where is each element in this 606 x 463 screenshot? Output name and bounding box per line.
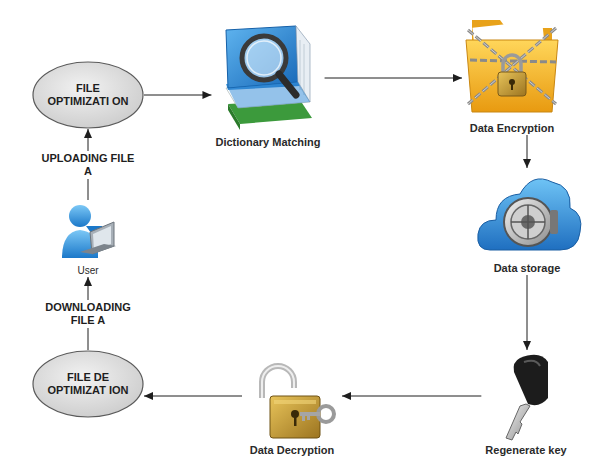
- icon-node: User: [58, 200, 118, 277]
- icon-caption: Data Encryption: [470, 122, 554, 135]
- flow-arrow: [144, 396, 242, 397]
- encryption-icon: [466, 20, 558, 112]
- flow-arrow: [527, 135, 528, 168]
- process-ellipse: FILE DE OPTIMIZAT ION: [32, 350, 144, 418]
- cloud-vault-icon: [478, 179, 581, 250]
- icon-caption: Data Decryption: [250, 444, 334, 457]
- flow-arrow: [144, 95, 211, 96]
- car-key-icon: [506, 355, 548, 440]
- ellipse-text: FILE DE OPTIMIZAT ION: [46, 371, 130, 397]
- icon-node: Dictionary Matching: [211, 22, 324, 149]
- flow-arrow: [342, 396, 481, 397]
- open-padlock-icon: [262, 366, 334, 438]
- icon-node: Regenerate key: [481, 350, 570, 457]
- process-ellipse: FILE OPTIMIZATI ON: [32, 61, 144, 129]
- icon-node: Data storage: [477, 168, 577, 275]
- user-icon: [62, 205, 116, 258]
- icon-caption: Regenerate key: [485, 444, 566, 457]
- edge-label: DOWNLOADING FILE A: [35, 300, 141, 328]
- icon-caption: User: [77, 264, 98, 277]
- flow-arrow: [527, 275, 528, 350]
- edge-label: UPLOADING FILE A: [35, 151, 141, 179]
- flow-arrow: [325, 78, 462, 79]
- icon-node: Data Decryption: [242, 364, 342, 457]
- icon-caption: Data storage: [494, 262, 561, 275]
- icon-caption: Dictionary Matching: [215, 136, 320, 149]
- dictionary-icon: [226, 26, 312, 130]
- icon-node: Data Encryption: [462, 4, 562, 135]
- ellipse-text: FILE OPTIMIZATI ON: [46, 82, 130, 108]
